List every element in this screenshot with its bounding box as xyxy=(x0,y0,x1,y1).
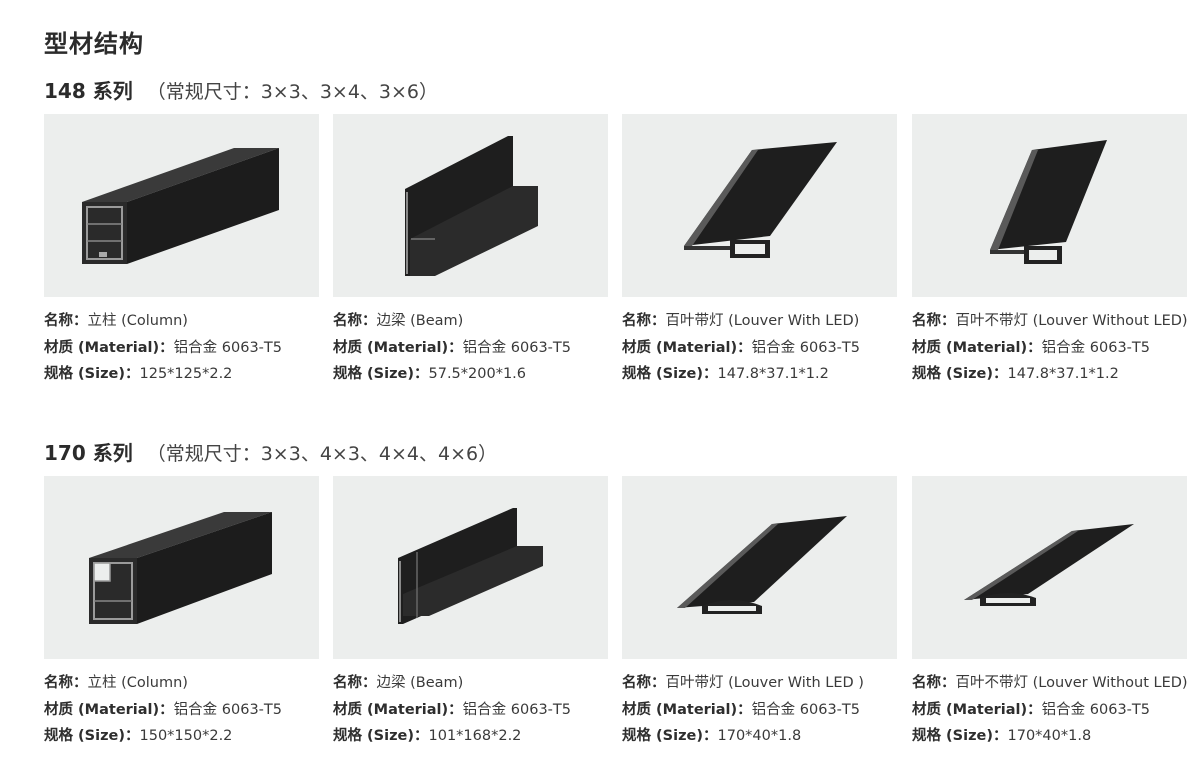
product-name-row: 名称：百叶带灯 (Louver With LED ) xyxy=(622,675,864,691)
product-card-louver-led: 名称：百叶带灯 (Louver With LED) 材质 (Material)：… xyxy=(622,114,897,388)
product-info: 名称：百叶带灯 (Louver With LED) 材质 (Material)：… xyxy=(622,308,897,388)
product-image xyxy=(622,114,897,297)
product-name: 立柱 (Column) xyxy=(87,313,188,329)
product-name-row: 名称：立柱 (Column) xyxy=(44,675,188,691)
product-material-row: 材质 (Material)：铝合金 6063-T5 xyxy=(44,701,282,718)
series-heading: 148 系列 （常规尺寸：3×3、3×4、3×6） xyxy=(44,76,1188,106)
product-info: 名称：边梁 (Beam) 材质 (Material)：铝合金 6063-T5 规… xyxy=(333,308,608,388)
product-size: 125*125*2.2 xyxy=(139,366,233,382)
product-info: 名称：百叶不带灯 (Louver Without LED) 材质 (Materi… xyxy=(912,308,1188,388)
product-image xyxy=(912,114,1187,297)
product-material-row: 材质 (Material)：铝合金 6063-T5 xyxy=(622,339,860,356)
beam-profile-icon xyxy=(405,136,538,276)
product-info: 名称：百叶带灯 (Louver With LED ) 材质 (Material)… xyxy=(622,670,897,750)
product-card-beam: 名称：边梁 (Beam) 材质 (Material)：铝合金 6063-T5 规… xyxy=(333,114,608,388)
product-card-louver: 名称：百叶不带灯 (Louver Without LED) 材质 (Materi… xyxy=(912,476,1188,750)
product-material-row: 材质 (Material)：铝合金 6063-T5 xyxy=(333,339,571,356)
beam-profile-icon xyxy=(398,508,543,624)
product-size-row: 规格 (Size)：170*40*1.8 xyxy=(622,728,802,744)
product-info: 名称：边梁 (Beam) 材质 (Material)：铝合金 6063-T5 规… xyxy=(333,670,608,750)
product-size: 170*40*1.8 xyxy=(717,728,802,744)
product-info: 名称：立柱 (Column) 材质 (Material)：铝合金 6063-T5… xyxy=(44,308,319,388)
product-name: 百叶不带灯 (Louver Without LED) xyxy=(955,675,1188,691)
product-card-beam: 名称：边梁 (Beam) 材质 (Material)：铝合金 6063-T5 规… xyxy=(333,476,608,750)
product-size: 150*150*2.2 xyxy=(139,728,233,744)
product-image xyxy=(333,476,608,659)
column-profile-icon xyxy=(82,148,279,264)
product-name-row: 名称：百叶带灯 (Louver With LED) xyxy=(622,313,860,329)
product-size-row: 规格 (Size)：147.8*37.1*1.2 xyxy=(622,366,829,382)
product-name: 百叶带灯 (Louver With LED ) xyxy=(665,675,864,691)
product-name: 立柱 (Column) xyxy=(87,675,188,691)
product-name-row: 名称：百叶不带灯 (Louver Without LED) xyxy=(912,675,1188,691)
product-size-row: 规格 (Size)：57.5*200*1.6 xyxy=(333,366,527,382)
product-size-row: 规格 (Size)：125*125*2.2 xyxy=(44,366,233,382)
series-name: 148 系列 xyxy=(44,79,133,103)
product-image xyxy=(333,114,608,297)
product-size-row: 规格 (Size)：170*40*1.8 xyxy=(912,728,1092,744)
column-profile-icon xyxy=(89,512,272,624)
product-size-row: 规格 (Size)：147.8*37.1*1.2 xyxy=(912,366,1119,382)
louver-led-profile-icon xyxy=(684,142,837,258)
product-name-row: 名称：立柱 (Column) xyxy=(44,313,188,329)
product-card-louver-led: 名称：百叶带灯 (Louver With LED ) 材质 (Material)… xyxy=(622,476,897,750)
product-card-column: 名称：立柱 (Column) 材质 (Material)：铝合金 6063-T5… xyxy=(44,476,319,750)
product-material: 铝合金 6063-T5 xyxy=(751,339,860,356)
product-name: 边梁 (Beam) xyxy=(376,675,464,691)
product-material-row: 材质 (Material)：铝合金 6063-T5 xyxy=(333,701,571,718)
series-170: 170 系列 （常规尺寸：3×3、4×3、4×4、4×6） 名称：立柱 (Colu… xyxy=(44,438,1188,776)
product-size-row: 规格 (Size)：101*168*2.2 xyxy=(333,728,522,744)
product-image xyxy=(622,476,897,659)
product-image xyxy=(44,114,319,297)
product-material: 铝合金 6063-T5 xyxy=(173,339,282,356)
product-name-row: 名称：边梁 (Beam) xyxy=(333,675,464,691)
louver-profile-icon xyxy=(990,140,1107,264)
series-heading: 170 系列 （常规尺寸：3×3、4×3、4×4、4×6） xyxy=(44,438,1188,468)
product-grid: 名称：立柱 (Column) 材质 (Material)：铝合金 6063-T5… xyxy=(44,476,1188,776)
product-material: 铝合金 6063-T5 xyxy=(173,701,282,718)
product-material: 铝合金 6063-T5 xyxy=(751,701,860,718)
product-material-row: 材质 (Material)：铝合金 6063-T5 xyxy=(912,701,1150,718)
product-info: 名称：百叶不带灯 (Louver Without LED) 材质 (Materi… xyxy=(912,670,1188,750)
product-size-row: 规格 (Size)：150*150*2.2 xyxy=(44,728,233,744)
product-name-row: 名称：百叶不带灯 (Louver Without LED) xyxy=(912,313,1188,329)
product-image xyxy=(912,476,1187,659)
page-title: 型材结构 xyxy=(44,30,144,58)
product-size: 170*40*1.8 xyxy=(1007,728,1092,744)
product-image xyxy=(44,476,319,659)
series-name: 170 系列 xyxy=(44,441,133,465)
louver-led-profile-icon xyxy=(677,516,847,614)
product-size: 57.5*200*1.6 xyxy=(428,366,527,382)
product-material: 铝合金 6063-T5 xyxy=(462,701,571,718)
product-size: 147.8*37.1*1.2 xyxy=(717,366,829,382)
product-card-column: 名称：立柱 (Column) 材质 (Material)：铝合金 6063-T5… xyxy=(44,114,319,388)
product-name-row: 名称：边梁 (Beam) xyxy=(333,313,464,329)
series-standard-sizes: （常规尺寸：3×3、3×4、3×6） xyxy=(146,81,439,103)
product-name: 边梁 (Beam) xyxy=(376,313,464,329)
product-name: 百叶不带灯 (Louver Without LED) xyxy=(955,313,1188,329)
product-material-row: 材质 (Material)：铝合金 6063-T5 xyxy=(912,339,1150,356)
product-material: 铝合金 6063-T5 xyxy=(1041,339,1150,356)
product-size: 147.8*37.1*1.2 xyxy=(1007,366,1119,382)
series-148: 148 系列 （常规尺寸：3×3、3×4、3×6） 名称：立柱 (Column) … xyxy=(44,76,1188,414)
product-material: 铝合金 6063-T5 xyxy=(1041,701,1150,718)
product-material: 铝合金 6063-T5 xyxy=(462,339,571,356)
product-info: 名称：立柱 (Column) 材质 (Material)：铝合金 6063-T5… xyxy=(44,670,319,750)
series-standard-sizes: （常规尺寸：3×3、4×3、4×4、4×6） xyxy=(146,443,498,465)
product-grid: 名称：立柱 (Column) 材质 (Material)：铝合金 6063-T5… xyxy=(44,114,1188,414)
product-material-row: 材质 (Material)：铝合金 6063-T5 xyxy=(44,339,282,356)
product-card-louver: 名称：百叶不带灯 (Louver Without LED) 材质 (Materi… xyxy=(912,114,1188,388)
product-material-row: 材质 (Material)：铝合金 6063-T5 xyxy=(622,701,860,718)
product-size: 101*168*2.2 xyxy=(428,728,522,744)
product-name: 百叶带灯 (Louver With LED) xyxy=(665,313,860,329)
louver-profile-icon xyxy=(964,524,1134,606)
